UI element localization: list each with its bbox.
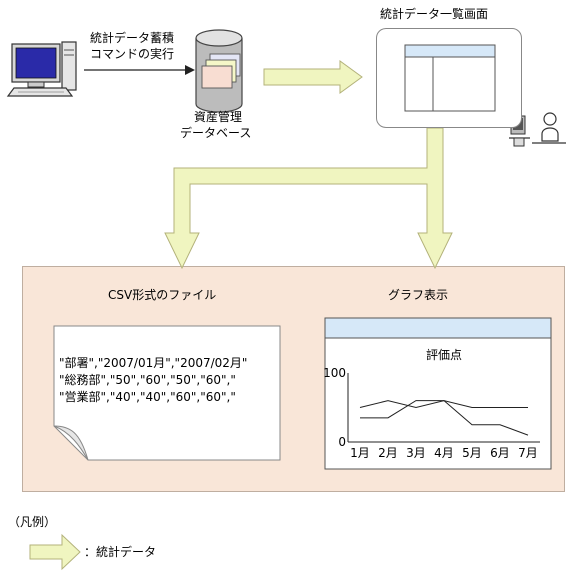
x-tick-label: 6月 — [490, 446, 510, 460]
series-line — [360, 400, 529, 436]
list-view-illustration — [404, 44, 496, 112]
x-tick-label: 2月 — [378, 446, 398, 460]
graph-window — [324, 317, 552, 470]
csv-document-icon — [53, 325, 281, 461]
command-label-line2: コマンドの実行 — [90, 47, 175, 61]
database-label-line2: データベース — [180, 126, 252, 140]
csv-line: "営業部","40","40","60","60"," — [59, 390, 236, 404]
csv-line: "総務部","50","60","50","60"," — [59, 373, 236, 387]
y-tick-label: 100 — [323, 366, 346, 380]
command-label-line1: 統計データ蓄積 — [90, 31, 175, 45]
legend-title: （凡例） — [8, 515, 57, 529]
computer-icon — [6, 41, 77, 97]
x-tick-label: 5月 — [462, 446, 482, 460]
x-tick-label: 7月 — [518, 446, 538, 460]
csv-line: "部署","2007/01月","2007/02月" — [59, 356, 248, 370]
x-tick-label: 4月 — [434, 446, 454, 460]
chart-title: 評価点 — [426, 347, 462, 362]
line-chart: 評価点 100 0 1月 2月 3月 4月 5月 6月 7月 — [323, 347, 540, 460]
statistics-arrow-to-outputs — [164, 127, 453, 270]
x-tick-label: 3月 — [406, 446, 426, 460]
legend-arrow-icon — [29, 533, 81, 571]
database-label-line1: 資産管理 — [194, 110, 243, 124]
csv-file-title: CSV形式のファイル — [108, 288, 217, 302]
statistics-arrow-to-view — [263, 60, 363, 94]
y-tick-label: 0 — [338, 435, 346, 449]
database-icon — [195, 29, 243, 113]
command-arrow — [84, 65, 195, 75]
list-view-title: 統計データ一覧画面 — [380, 7, 489, 21]
statistics-list-screen — [376, 28, 522, 128]
legend-label: ：統計データ — [84, 545, 157, 559]
x-tick-label: 1月 — [350, 446, 370, 460]
graph-display-title: グラフ表示 — [388, 288, 449, 302]
